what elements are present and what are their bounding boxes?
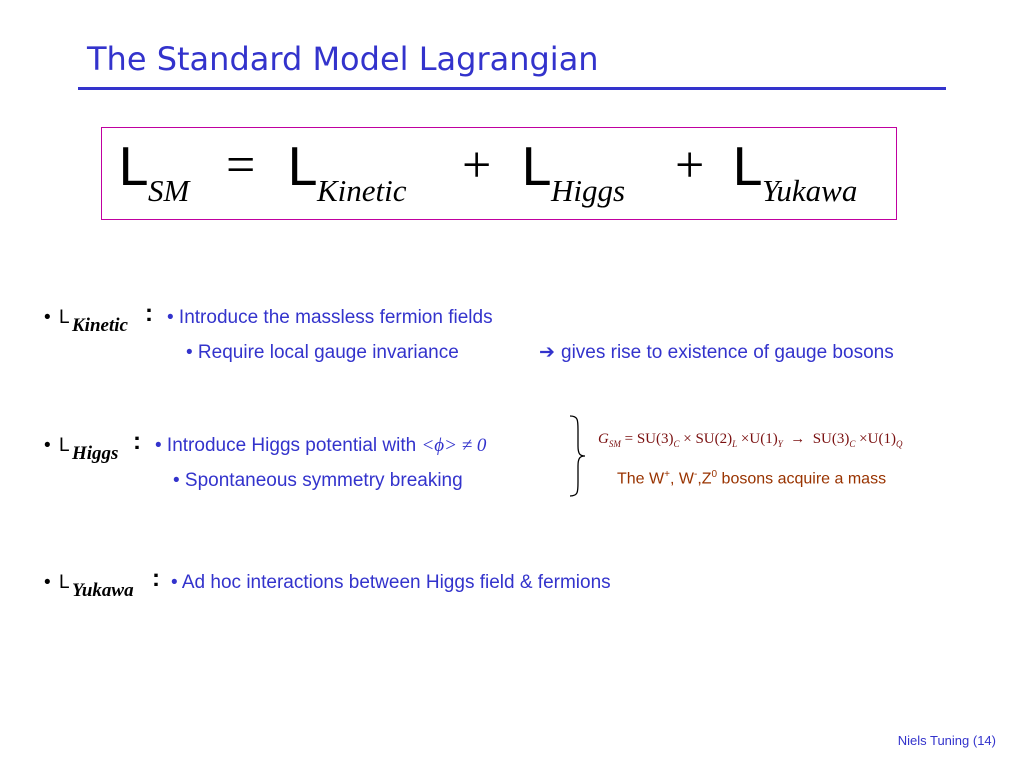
mass-note-c: ,Z <box>697 470 712 488</box>
yukawa-line-1: • Ad hoc interactions between Higgs fiel… <box>171 572 611 593</box>
gsm-su3-sub: C <box>673 439 680 449</box>
L-kinetic-subscript: Kinetic <box>317 173 407 208</box>
L-kinetic-symbol: L <box>287 138 316 198</box>
gsm-G-sub: SM <box>608 439 621 449</box>
yukawa-colon: : <box>152 565 160 592</box>
L-sm-subscript: SM <box>148 173 190 208</box>
gsm-times-3: × <box>855 431 868 447</box>
gsm-su3: SU(3) <box>636 431 674 447</box>
kinetic-subscript: Kinetic <box>72 315 128 336</box>
yukawa-L-symbol: L <box>59 572 70 593</box>
kinetic-line-2-a: • Require local gauge invariance <box>186 342 459 363</box>
lagrangian-equation-box <box>101 127 897 220</box>
slide-footer: Niels Tuning (14) <box>897 733 996 748</box>
L-higgs-symbol: L <box>521 138 550 198</box>
gsm-times-2: × <box>737 431 750 447</box>
mass-note-sup-3: 0 <box>711 469 718 480</box>
gsm-su3b: SU(3) <box>812 431 850 447</box>
gsm-eq: = <box>620 431 637 447</box>
higgs-L-symbol: L <box>59 435 70 456</box>
gsm-u1: U(1) <box>749 431 778 447</box>
mass-note-b: , W <box>669 470 694 488</box>
yukawa-subscript: Yukawa <box>72 580 134 601</box>
mass-note-sup-1: + <box>664 469 670 480</box>
higgs-line-1: • Introduce Higgs potential with <ϕ> ≠ 0 <box>155 436 486 455</box>
mass-note-sup-2: - <box>693 469 698 480</box>
gsm-su3b-sub: C <box>849 439 856 449</box>
kinetic-line-2-b: gives rise to existence of gauge bosons <box>561 342 894 363</box>
gsm-u1-sub: Y <box>777 439 783 449</box>
gsm-u1b-sub: Q <box>895 439 903 449</box>
boson-mass-note: The W+, W-,Z0 bosons acquire a mass <box>617 470 886 487</box>
L-yukawa-subscript: Yukawa <box>762 173 858 208</box>
equals-sign: = <box>226 137 256 194</box>
higgs-vev-expression: <ϕ> ≠ 0 <box>421 435 487 456</box>
mass-note-d: bosons acquire a mass <box>717 470 887 488</box>
gsm-arrow: → <box>782 431 813 447</box>
higgs-subscript: Higgs <box>72 443 119 464</box>
slide-title: The Standard Model Lagrangian <box>87 40 599 78</box>
L-yukawa-symbol: L <box>732 138 761 198</box>
right-curly-brace <box>569 415 586 497</box>
gsm-u1b: U(1) <box>867 431 896 447</box>
right-arrow-icon: ➔ <box>539 342 555 363</box>
gsm-su2-sub: L <box>732 439 738 449</box>
gsm-G: G <box>598 431 609 447</box>
mass-note-a: The W <box>617 470 665 488</box>
plus-sign-2: + <box>675 137 705 194</box>
higgs-colon: : <box>133 428 141 455</box>
yukawa-bullet: • <box>44 572 51 593</box>
higgs-line-2: • Spontaneous symmetry breaking <box>173 470 463 491</box>
L-higgs-subscript: Higgs <box>551 173 626 208</box>
kinetic-bullet: • <box>44 307 51 328</box>
kinetic-colon: : <box>145 300 153 327</box>
L-sm-symbol: L <box>118 138 147 198</box>
gauge-group-breaking: GSM = SU(3)C × SU(2)L ×U(1)Y → SU(3)C ×U… <box>598 432 902 449</box>
plus-sign-1: + <box>462 137 492 194</box>
kinetic-L-symbol: L <box>59 307 70 328</box>
higgs-line-1-text: • Introduce Higgs potential with <box>155 435 422 456</box>
higgs-bullet: • <box>44 435 51 456</box>
gsm-su2: SU(2) <box>695 431 733 447</box>
title-underline <box>78 87 946 90</box>
kinetic-line-1: • Introduce the massless fermion fields <box>167 307 493 328</box>
gsm-times-1: × <box>679 431 696 447</box>
